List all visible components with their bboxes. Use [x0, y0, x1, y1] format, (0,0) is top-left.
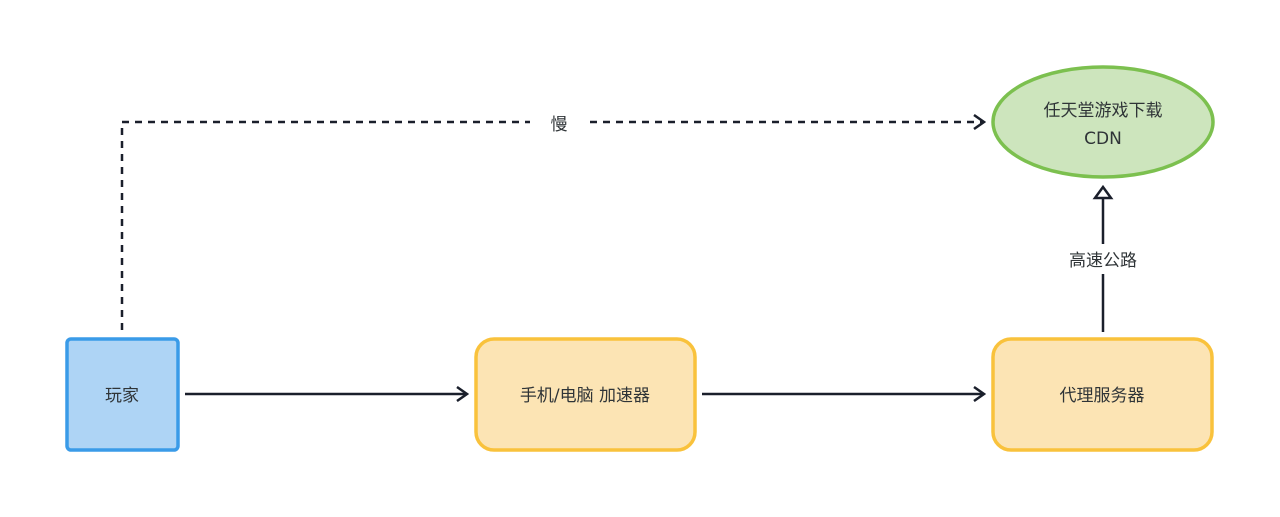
hollow-arrowhead-icon	[1092, 184, 1114, 200]
node-accelerator-label: 手机/电脑 加速器	[520, 386, 650, 406]
node-cdn-label-line2: CDN	[1084, 129, 1122, 149]
node-player[interactable]: 玩家	[65, 337, 180, 452]
node-cdn-ellipse	[991, 65, 1215, 179]
node-accelerator-box	[474, 337, 697, 452]
node-cdn[interactable]: 任天堂游戏下载 CDN	[991, 65, 1215, 179]
node-player-label: 玩家	[105, 386, 139, 406]
node-proxy-box	[991, 337, 1214, 452]
slow-edge	[120, 122, 984, 330]
highway-label: 高速公路	[1069, 251, 1137, 271]
slow-label: 慢	[551, 114, 568, 135]
node-accelerator[interactable]: 手机/电脑 加速器	[474, 337, 697, 452]
node-player-box	[65, 337, 180, 452]
node-proxy[interactable]: 代理服务器	[991, 337, 1214, 452]
node-proxy-label: 代理服务器	[1060, 386, 1145, 406]
slow-label-background	[530, 108, 588, 138]
highway-label-background	[1055, 244, 1151, 274]
node-cdn-label-line1: 任天堂游戏下载	[1044, 101, 1163, 121]
